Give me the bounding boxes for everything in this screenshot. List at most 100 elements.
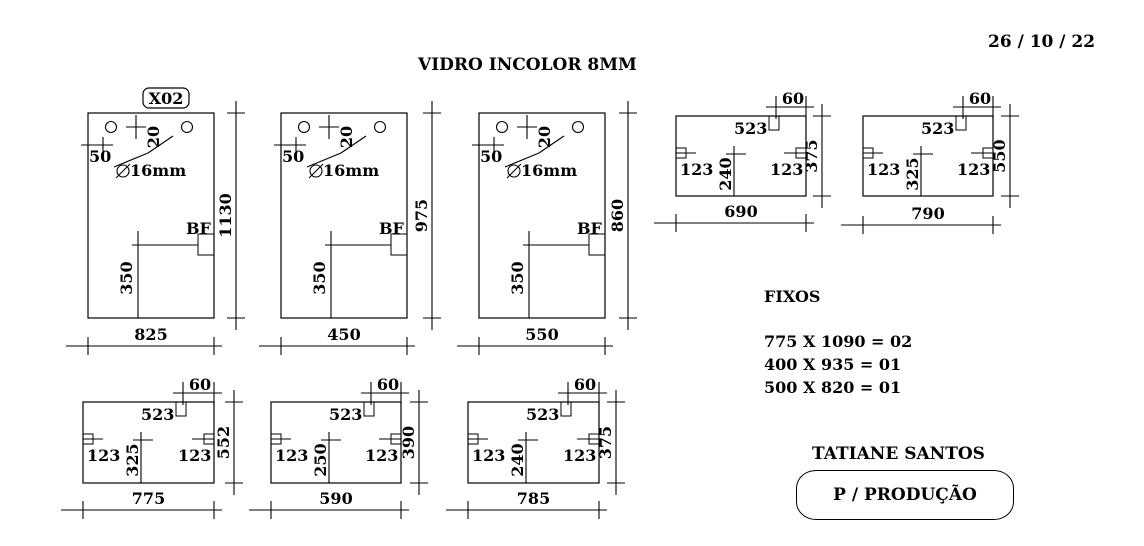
hole-marker [571, 120, 585, 134]
glass-panel-outline [87, 112, 215, 319]
width-dimension: 550 [525, 325, 558, 344]
notch-label: 523 [921, 119, 954, 138]
notch-label: 523 [329, 405, 362, 424]
hole-diameter-label: 16mm [130, 161, 186, 180]
notch-label: 523 [734, 119, 767, 138]
left-dimension-label: 123 [472, 446, 505, 465]
notch-cutout [768, 115, 780, 131]
lock-height-label: 350 [508, 261, 527, 294]
glass-panel-outline [478, 112, 606, 319]
notch-label: 523 [141, 405, 174, 424]
height-dimension: 550 [990, 139, 1009, 172]
drawing-title: VIDRO INCOLOR 8MM [418, 55, 637, 75]
height-dimension: 375 [596, 426, 615, 459]
width-dimension: 590 [319, 489, 352, 508]
hole-offset-label: 50 [480, 147, 502, 166]
center-dimension-label: 250 [311, 443, 330, 476]
hole-marker [495, 120, 509, 134]
hole-gap-label: 20 [535, 126, 554, 148]
hole-gap-label: 20 [144, 126, 163, 148]
diameter-icon [507, 164, 521, 178]
hole-marker [373, 120, 387, 134]
left-dimension-label: 123 [87, 446, 120, 465]
width-dimension: 690 [724, 202, 757, 221]
top-dimension-label: 60 [969, 89, 991, 108]
fixo-item: 400 X 935 = 01 [764, 355, 902, 374]
right-dimension-label: 123 [178, 446, 211, 465]
production-stamp: P / PRODUÇÃO [796, 470, 1014, 520]
diameter-icon [116, 164, 130, 178]
notch-cutout [955, 115, 967, 131]
lock-label: BF [186, 219, 212, 238]
width-dimension: 775 [132, 489, 165, 508]
hole-marker [297, 120, 311, 134]
top-dimension-label: 60 [377, 375, 399, 394]
client-name: TATIANE SANTOS [812, 444, 985, 464]
top-dimension-label: 60 [574, 375, 596, 394]
right-dimension-label: 123 [957, 160, 990, 179]
height-dimension: 860 [608, 199, 627, 232]
diameter-icon-slash [506, 163, 522, 179]
right-dimension-label: 123 [365, 446, 398, 465]
hole-diameter-label: 16mm [323, 161, 379, 180]
center-dimension-label: 240 [508, 443, 527, 476]
panel-tag: X02 [149, 89, 184, 108]
hole-offset-label: 50 [89, 147, 111, 166]
left-dimension-label: 123 [680, 160, 713, 179]
tag-box [142, 87, 190, 109]
fixos-title: FIXOS [764, 287, 821, 306]
left-dimension-label: 123 [867, 160, 900, 179]
lock-height-label: 350 [117, 261, 136, 294]
height-dimension: 1130 [216, 193, 235, 238]
hole-diameter-label: 16mm [521, 161, 577, 180]
hole-marker [180, 120, 194, 134]
diameter-icon [309, 164, 323, 178]
height-dimension: 375 [802, 139, 821, 172]
fixo-item: 775 X 1090 = 02 [764, 332, 913, 351]
right-dimension-label: 123 [563, 446, 596, 465]
center-dimension-label: 240 [716, 157, 735, 190]
center-dimension-label: 325 [123, 443, 142, 476]
height-dimension: 390 [399, 426, 418, 459]
hole-gap-label: 20 [337, 126, 356, 148]
lock-height-label: 350 [310, 261, 329, 294]
top-dimension-label: 60 [189, 375, 211, 394]
drawing-date: 26 / 10 / 22 [988, 32, 1096, 52]
leader-line [113, 152, 149, 168]
lock-label: BF [577, 219, 603, 238]
notch-cutout [560, 401, 572, 417]
leader-line [538, 135, 565, 154]
hole-offset-label: 50 [282, 147, 304, 166]
width-dimension: 785 [517, 489, 550, 508]
notch-cutout [175, 401, 187, 417]
notch-label: 523 [526, 405, 559, 424]
hole-marker [104, 120, 118, 134]
diameter-icon-slash [308, 163, 324, 179]
notch-cutout [363, 401, 375, 417]
leader-line [147, 135, 174, 154]
right-dimension-label: 123 [770, 160, 803, 179]
height-dimension: 975 [412, 199, 431, 232]
glass-panel-outline [280, 112, 408, 319]
fixo-item: 500 X 820 = 01 [764, 378, 902, 397]
width-dimension: 450 [327, 325, 360, 344]
leader-line [306, 152, 342, 168]
leader-line [340, 135, 367, 154]
top-dimension-label: 60 [782, 89, 804, 108]
left-dimension-label: 123 [275, 446, 308, 465]
width-dimension: 790 [911, 204, 944, 223]
height-dimension: 552 [214, 426, 233, 459]
leader-line [504, 152, 540, 168]
width-dimension: 825 [134, 325, 167, 344]
lock-label: BF [379, 219, 405, 238]
center-dimension-label: 325 [903, 157, 922, 190]
